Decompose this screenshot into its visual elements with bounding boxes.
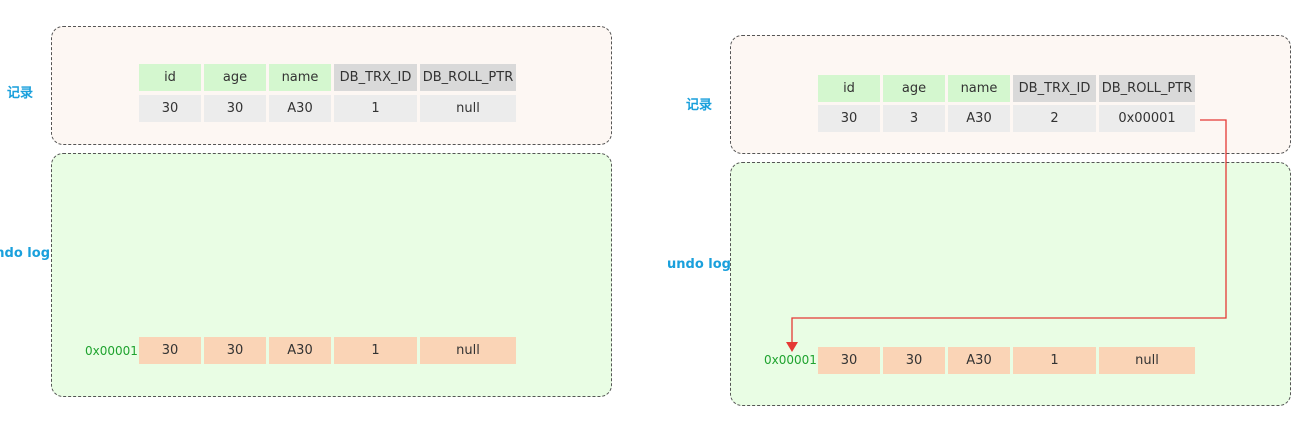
roll-pointer-line bbox=[791, 119, 1227, 345]
undo-row: 30 30 A30 1 null bbox=[818, 347, 1198, 374]
right-diagram: 记录 id age name DB_TRX_ID DB_ROLL_PTR 30 … bbox=[650, 0, 1312, 424]
record-name: A30 bbox=[269, 95, 331, 122]
undo-name: A30 bbox=[948, 347, 1010, 374]
record-age: 30 bbox=[204, 95, 266, 122]
record-id: 30 bbox=[139, 95, 201, 122]
record-header-row: id age name DB_TRX_ID DB_ROLL_PTR bbox=[818, 75, 1198, 102]
record-db-roll-ptr: 0x00001 bbox=[1099, 105, 1195, 132]
record-db-trx-id: 2 bbox=[1013, 105, 1096, 132]
undo-log-label: undo log bbox=[667, 257, 731, 272]
record-label: 记录 bbox=[686, 98, 713, 113]
undo-db-trx-id: 1 bbox=[334, 337, 417, 364]
header-id: id bbox=[818, 75, 880, 102]
undo-address: 0x00001 bbox=[764, 353, 817, 367]
record-box bbox=[730, 35, 1291, 154]
record-header-row: id age name DB_TRX_ID DB_ROLL_PTR bbox=[139, 64, 519, 91]
undo-id: 30 bbox=[818, 347, 880, 374]
record-name: A30 bbox=[948, 105, 1010, 132]
header-name: name bbox=[269, 64, 331, 91]
header-name: name bbox=[948, 75, 1010, 102]
roll-pointer-arrowhead bbox=[786, 342, 798, 352]
header-db-roll-ptr: DB_ROLL_PTR bbox=[1099, 75, 1195, 102]
undo-id: 30 bbox=[139, 337, 201, 364]
header-age: age bbox=[204, 64, 266, 91]
undo-db-roll-ptr: null bbox=[1099, 347, 1195, 374]
record-value-row: 30 3 A30 2 0x00001 bbox=[818, 105, 1198, 132]
undo-row: 30 30 A30 1 null bbox=[139, 337, 519, 364]
left-diagram: 记录 id age name DB_TRX_ID DB_ROLL_PTR 30 … bbox=[0, 0, 640, 424]
record-label: 记录 bbox=[7, 86, 34, 101]
header-db-trx-id: DB_TRX_ID bbox=[334, 64, 417, 91]
undo-db-roll-ptr: null bbox=[420, 337, 516, 364]
undo-age: 30 bbox=[883, 347, 945, 374]
header-db-roll-ptr: DB_ROLL_PTR bbox=[420, 64, 516, 91]
header-age: age bbox=[883, 75, 945, 102]
record-age: 3 bbox=[883, 105, 945, 132]
undo-address: 0x00001 bbox=[85, 344, 138, 358]
record-id: 30 bbox=[818, 105, 880, 132]
record-db-roll-ptr: null bbox=[420, 95, 516, 122]
record-db-trx-id: 1 bbox=[334, 95, 417, 122]
undo-log-label: undo log bbox=[0, 246, 50, 261]
undo-age: 30 bbox=[204, 337, 266, 364]
header-db-trx-id: DB_TRX_ID bbox=[1013, 75, 1096, 102]
undo-db-trx-id: 1 bbox=[1013, 347, 1096, 374]
undo-name: A30 bbox=[269, 337, 331, 364]
header-id: id bbox=[139, 64, 201, 91]
record-value-row: 30 30 A30 1 null bbox=[139, 95, 519, 122]
